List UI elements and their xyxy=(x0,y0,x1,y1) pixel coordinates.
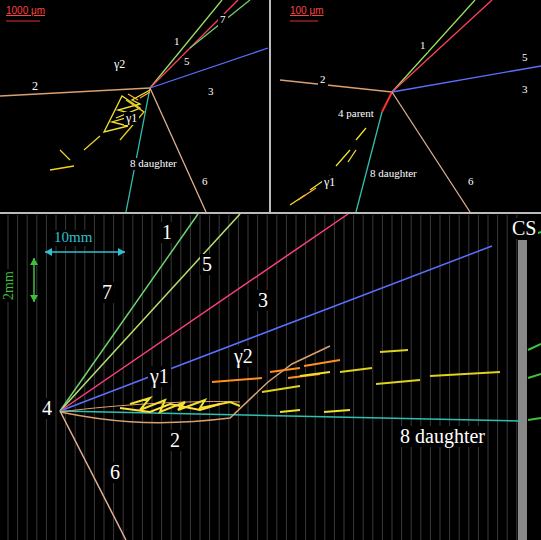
scale-label: 10mm xyxy=(52,230,94,246)
track-label: 2 xyxy=(30,80,40,93)
track-label: 1 xyxy=(160,222,174,243)
track-label: 1 xyxy=(172,36,182,48)
track-label: 3 xyxy=(206,86,216,98)
detector-label: CS xyxy=(510,218,538,239)
track-label: 7 xyxy=(218,14,228,26)
track-label: 4 xyxy=(40,398,54,419)
track-label: 4 parent xyxy=(336,108,376,120)
scale-label: 1000 μm xyxy=(4,6,47,17)
track-label: 5 xyxy=(520,52,530,64)
track-label: 3 xyxy=(256,290,270,311)
track-label: 8 daughter xyxy=(398,426,487,447)
track-label: γ2 xyxy=(232,346,255,367)
track-label: 5 xyxy=(200,254,214,275)
track-label: 3 xyxy=(520,84,530,96)
track-label: 6 xyxy=(466,176,476,188)
film-grid xyxy=(8,215,517,540)
track-label: γ2 xyxy=(112,58,127,71)
track-label: 2 xyxy=(168,430,182,451)
track-label: 8 daughter xyxy=(368,168,420,180)
track-label: γ1 xyxy=(322,176,337,189)
track-label: 7 xyxy=(100,282,114,303)
track-label: γ1 xyxy=(124,112,139,125)
scale-label: 100 μm xyxy=(288,6,326,17)
track-label: 2 xyxy=(318,74,328,86)
track-label: 5 xyxy=(182,56,192,68)
track-label: 6 xyxy=(108,462,122,483)
scale-label: 2mm xyxy=(2,269,17,302)
track-label: 8 daughter xyxy=(128,158,180,170)
track-label: γ1 xyxy=(148,366,171,387)
track-label: 6 xyxy=(200,176,210,188)
track-label: 1 xyxy=(418,40,428,52)
